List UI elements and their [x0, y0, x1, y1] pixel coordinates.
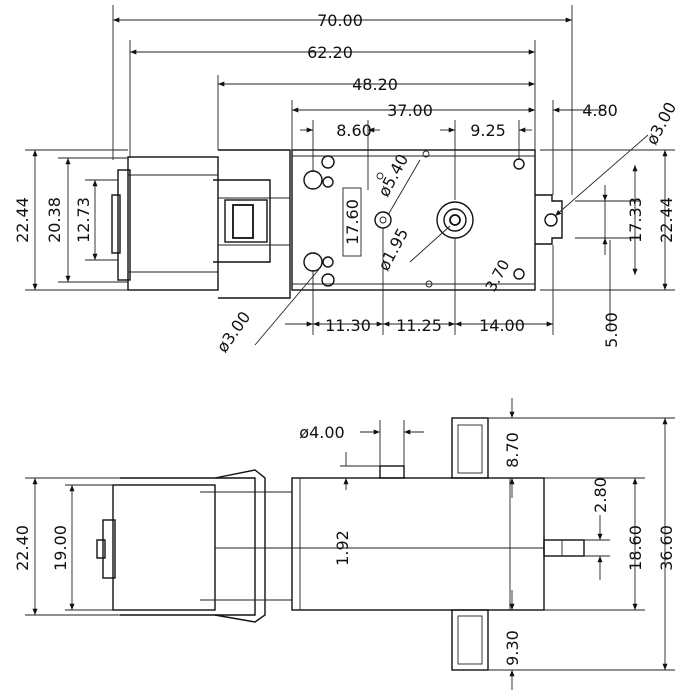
dim-bottom-tab: 9.30: [503, 630, 522, 666]
dim-overall-length: 70.00: [317, 11, 363, 30]
side-view: 22.40 19.00 ø4.00 1.92 8.70 9.30 2.80: [13, 398, 676, 690]
dim-height-right: 22.44: [657, 197, 676, 243]
dim-bottom-1: 11.30: [325, 316, 371, 335]
dim-gearbox-height: 18.60: [626, 525, 645, 571]
dim-tab-depth: 5.00: [602, 312, 621, 348]
dim-bottom-3: 14.00: [479, 316, 525, 335]
top-bottom-dims: ø3.00 11.30 11.25 14.00: [213, 228, 554, 356]
top-gearbox-body: [291, 149, 563, 291]
dim-wall-thickness: 1.92: [333, 530, 352, 566]
dim-shaft-height: 2.80: [591, 477, 610, 513]
top-right-vertical-dims: 17.33 22.44 5.00: [540, 149, 676, 348]
dim-bore-dia: ø1.95: [374, 225, 412, 274]
dim-boss-dia: ø5.40: [374, 151, 412, 200]
dim-hub-offset: 9.25: [470, 121, 506, 140]
dim-overall-height: 36.60: [657, 525, 676, 571]
dim-height-left: 22.44: [13, 197, 32, 243]
dim-motor-height: 19.00: [51, 525, 70, 571]
dim-bottom-2: 11.25: [396, 316, 442, 335]
side-motor-body: [96, 469, 292, 623]
dim-hole-pitch: 8.60: [336, 121, 372, 140]
dim-motor-inner: 12.73: [74, 197, 93, 243]
dim-shaft-dia: ø4.00: [299, 423, 344, 442]
dim-gearbox-span: 48.20: [352, 75, 398, 94]
top-view: 70.00 62.20 48.20 37.00 4.80 8.60 9.25 ø…: [13, 5, 680, 356]
dim-gearbox-length: 37.00: [387, 101, 433, 120]
top-left-vertical-dims: 22.44 20.38 12.73: [13, 149, 128, 291]
dim-corner-offset: 3.70: [482, 257, 514, 295]
dim-hole-dia-bottom: ø3.00: [213, 308, 255, 356]
dim-tab-offset: 4.80: [582, 101, 618, 120]
dim-motor-to-mount: 62.20: [307, 43, 353, 62]
dim-inner-height: 17.60: [343, 199, 362, 245]
dim-body-height: 22.40: [13, 525, 32, 571]
side-gearbox-body: [291, 417, 585, 671]
dim-motor-outer: 20.38: [45, 197, 64, 243]
top-horizontal-dims: 70.00 62.20 48.20 37.00 4.80 8.60 9.25: [112, 5, 618, 200]
top-motor-body: [111, 149, 291, 299]
dim-tab-hole-dia: ø3.00: [642, 99, 680, 148]
dim-mount-height: 17.33: [626, 197, 645, 243]
side-dims: 22.40 19.00 ø4.00 1.92 8.70 9.30 2.80: [13, 398, 676, 690]
dim-top-tab: 8.70: [503, 432, 522, 468]
